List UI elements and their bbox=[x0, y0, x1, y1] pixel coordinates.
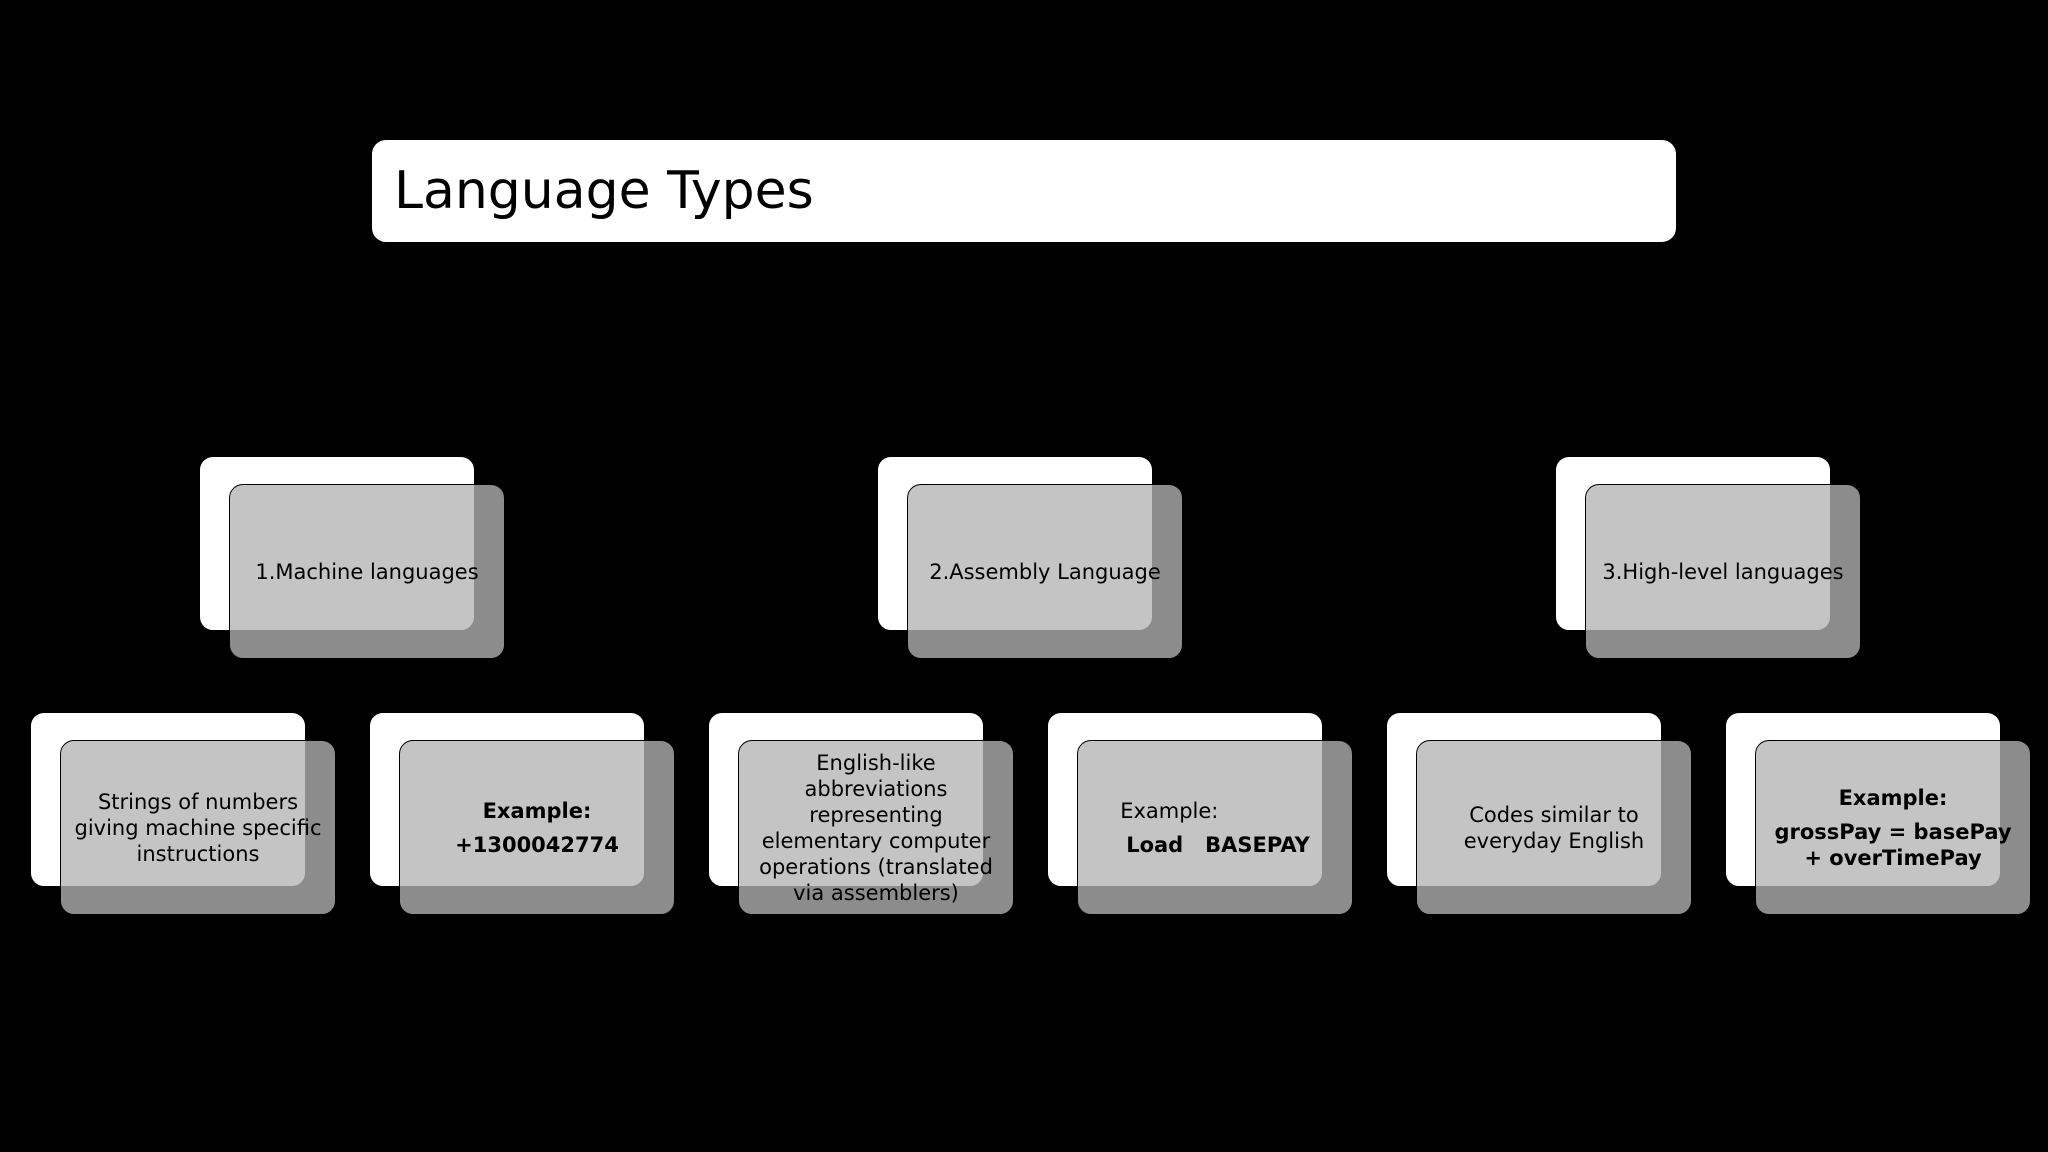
example-label: Example: bbox=[1120, 798, 1219, 823]
node-front: 1.Machine languages bbox=[229, 484, 505, 659]
node-front: Example: +1300042774 bbox=[399, 740, 675, 915]
category-label: 1.Machine languages bbox=[255, 559, 479, 584]
page-title: Language Types bbox=[394, 161, 814, 221]
node-front: English-like abbreviations representing … bbox=[738, 740, 1014, 915]
node-front: 2.Assembly Language bbox=[907, 484, 1183, 659]
example-value: +1300042774 bbox=[455, 832, 619, 857]
description-text: Strings of numbers giving machine specif… bbox=[74, 789, 322, 866]
node-front: Strings of numbers giving machine specif… bbox=[60, 740, 336, 915]
node-front: 3.High-level languages bbox=[1585, 484, 1861, 659]
title-box: Language Types bbox=[372, 140, 1676, 242]
node-front: Codes similar to everyday English bbox=[1416, 740, 1692, 915]
example-value: grossPay = basePay + overTimePay bbox=[1774, 819, 2012, 870]
description-text: Codes similar to everyday English bbox=[1463, 802, 1645, 853]
example-value: Load BASEPAY bbox=[1126, 832, 1310, 857]
example-label: Example: bbox=[1838, 785, 1948, 810]
example-label: Example: bbox=[482, 798, 592, 823]
node-front: Example: Load BASEPAY bbox=[1077, 740, 1353, 915]
node-front: Example: grossPay = basePay + overTimePa… bbox=[1755, 740, 2031, 915]
category-label: 2.Assembly Language bbox=[929, 559, 1161, 584]
description-text: English-like abbreviations representing … bbox=[759, 750, 993, 905]
category-label: 3.High-level languages bbox=[1602, 559, 1844, 584]
